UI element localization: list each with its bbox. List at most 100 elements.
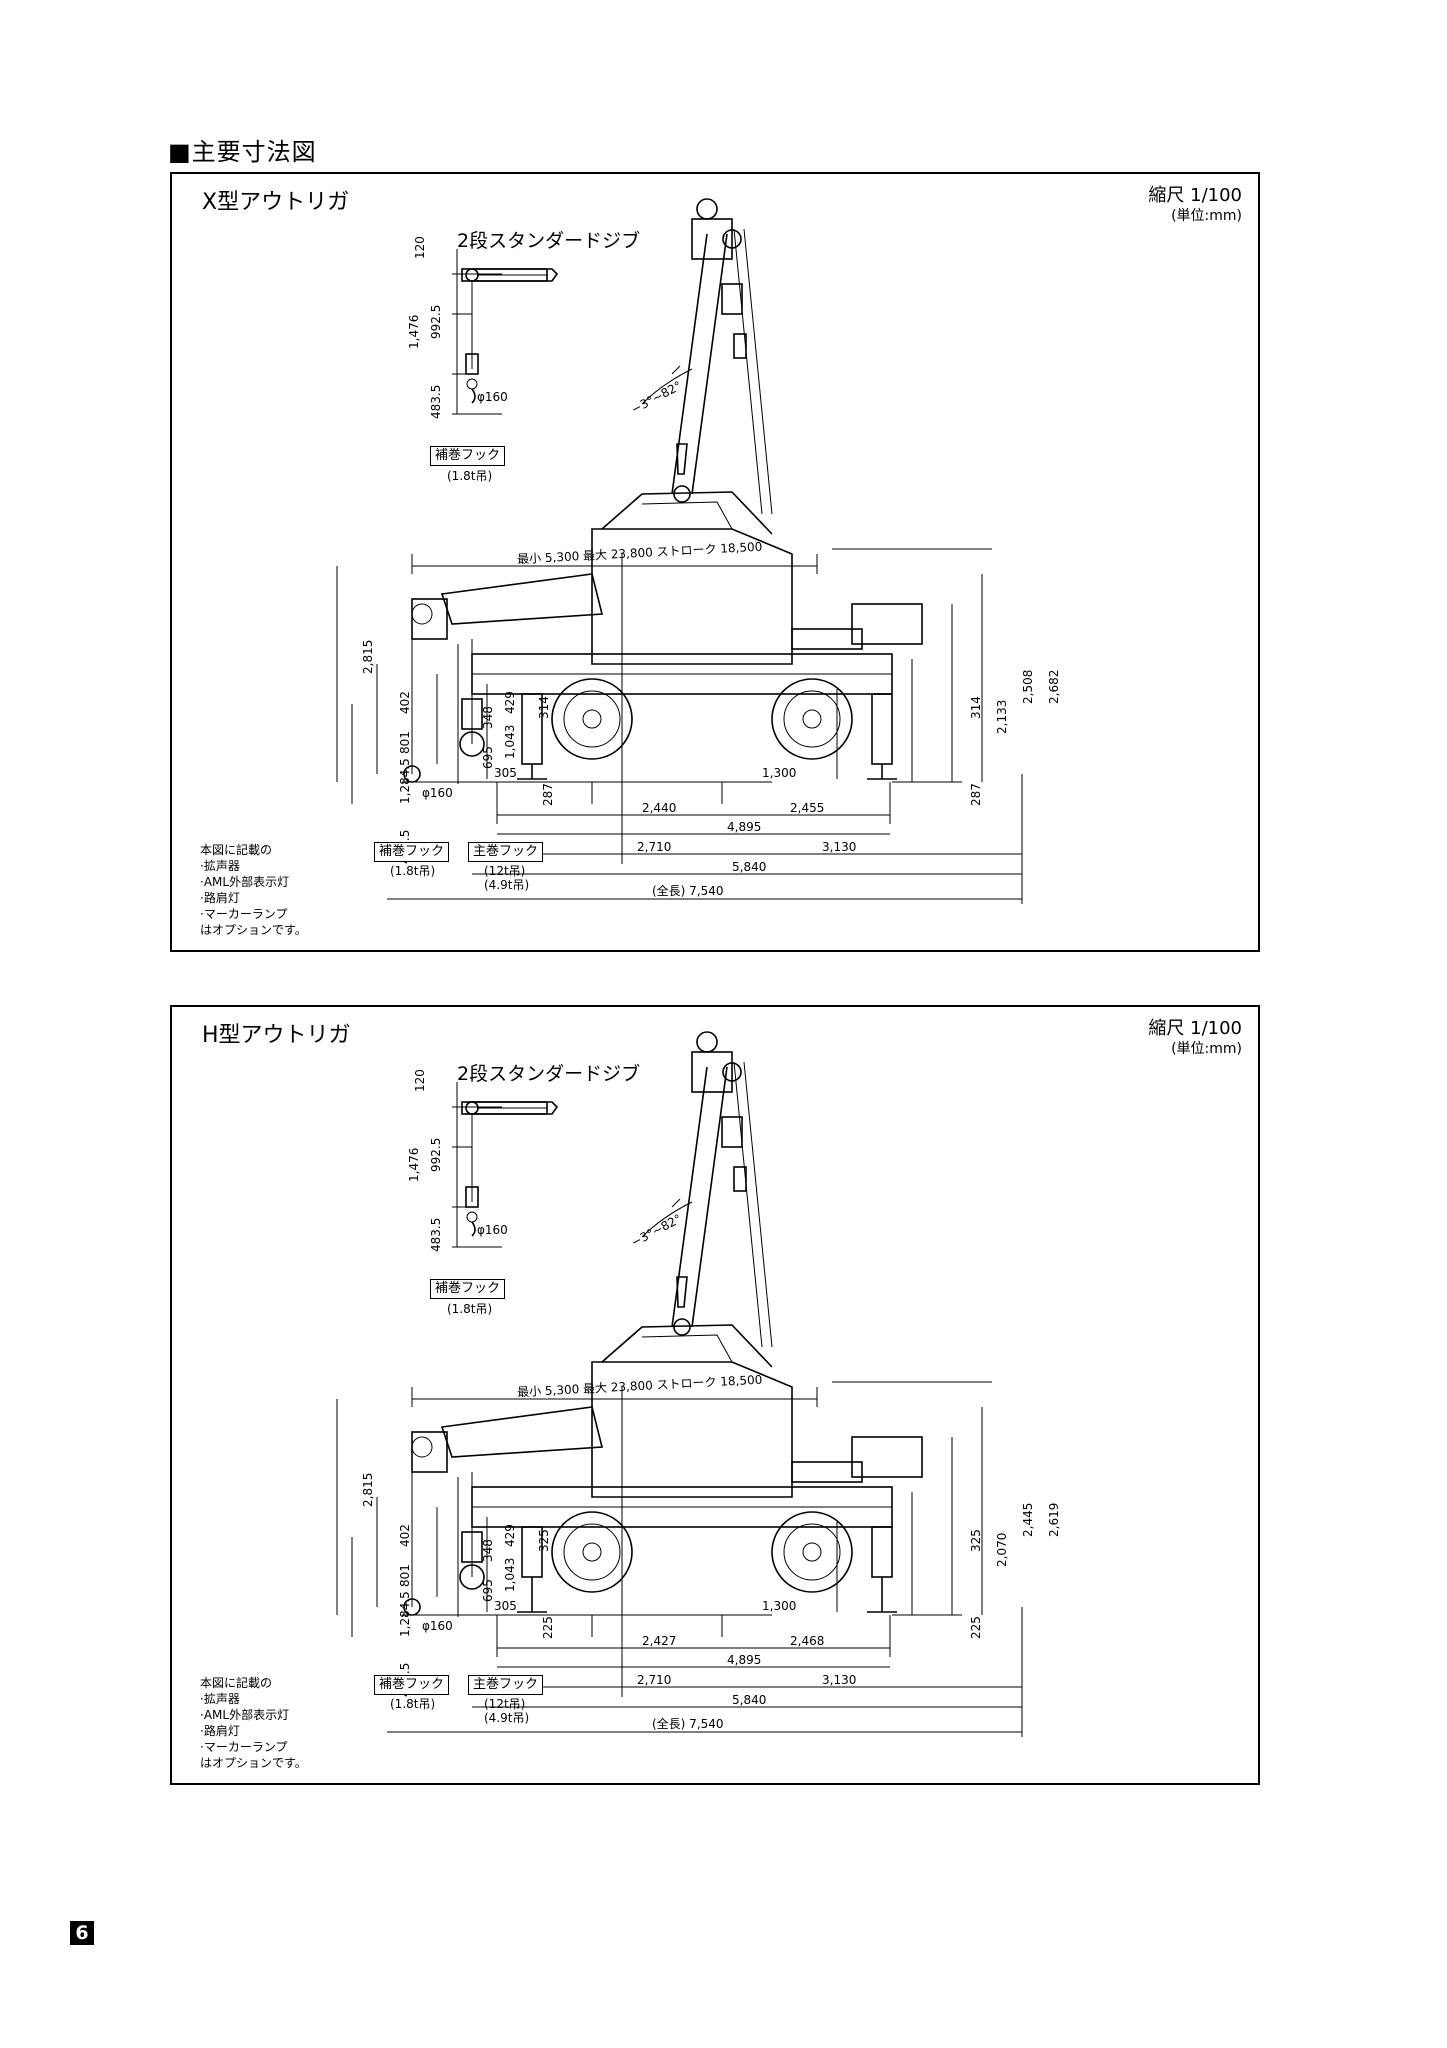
svg-text:348: 348	[481, 706, 495, 729]
dimension-lines	[336, 548, 1023, 904]
x-outrigger-panel: −3°~82°	[170, 172, 1260, 952]
svg-text:429: 429	[503, 1524, 517, 1547]
dim-l1: 2,427	[642, 1634, 677, 1648]
svg-text:695: 695	[481, 746, 495, 769]
unit-label: (単位:mm)	[1171, 208, 1242, 224]
svg-text:483.5: 483.5	[429, 1218, 443, 1252]
h-outrigger-panel: −3°~82°	[170, 1005, 1260, 1785]
note-line: ·拡声器	[200, 1692, 240, 1706]
svg-text:1,476: 1,476	[407, 315, 421, 349]
main-hook-cap1: (12t吊)	[484, 1697, 526, 1711]
svg-text:1,476: 1,476	[407, 1148, 421, 1182]
svg-text:2,133: 2,133	[995, 700, 1009, 734]
main-hook-cap2: (4.9t吊)	[484, 1711, 530, 1725]
angle-label: −3°~82°	[629, 1211, 684, 1249]
main-hook-cap1: (12t吊)	[484, 864, 526, 878]
scale-label: 縮尺 1/100	[1148, 1018, 1242, 1039]
jib-phi: φ160	[477, 1223, 508, 1237]
jib-title: 2段スタンダードジブ	[457, 1063, 641, 1085]
x-dimension-drawing: −3°~82°	[336, 198, 1061, 904]
svg-text:429: 429	[503, 691, 517, 714]
svg-text:695: 695	[481, 1579, 495, 1602]
hook-width: 305	[494, 766, 517, 780]
svg-text:120: 120	[413, 1069, 427, 1092]
main-hook-label: 主巻フック	[468, 842, 544, 862]
unit-label: (単位:mm)	[1171, 1041, 1242, 1057]
svg-text:2,445: 2,445	[1021, 1503, 1035, 1537]
boom-raised	[641, 1031, 773, 1348]
aux-hook-cap: (1.8t吊)	[390, 1697, 436, 1711]
svg-text:402: 402	[398, 1524, 412, 1547]
dim-m1: 2,710	[637, 840, 672, 854]
note-line: はオプションです。	[200, 923, 307, 937]
svg-text:2,682: 2,682	[1047, 670, 1061, 704]
h-dimension-drawing: −3°~82°	[336, 1031, 1061, 1737]
svg-text:314: 314	[537, 696, 551, 719]
option-note: 本図に記載の ·拡声器 ·AML外部表示灯 ·路肩灯 ·マーカーランプ はオプシ…	[200, 1675, 307, 1771]
main-hook-cap2: (4.9t吊)	[484, 878, 530, 892]
svg-text:801: 801	[398, 1564, 412, 1587]
jib-detail	[452, 1082, 559, 1248]
aux-hook-label: 補巻フック	[374, 1675, 450, 1695]
svg-text:287: 287	[969, 783, 983, 806]
svg-text:992.5: 992.5	[429, 1138, 443, 1172]
page-title: ■主要寸法図	[168, 138, 317, 166]
hook-width: 305	[494, 1599, 517, 1613]
hook-phi: φ160	[422, 786, 453, 800]
dim-mid: 5,840	[732, 1693, 767, 1707]
main-hook-label: 主巻フック	[468, 1675, 544, 1695]
aux-hook-cap: (1.8t吊)	[390, 864, 436, 878]
jib-title: 2段スタンダードジブ	[457, 230, 641, 252]
svg-text:−3°~82°: −3°~82°	[629, 378, 684, 416]
svg-text:2,070: 2,070	[995, 1533, 1009, 1567]
dim-m2: 3,130	[822, 1673, 857, 1687]
crane-body	[402, 1324, 923, 1616]
dim-outrigger: 4,895	[727, 1653, 762, 1667]
hook-phi: φ160	[422, 1619, 453, 1633]
note-line: ·路肩灯	[200, 891, 240, 905]
aux-hook-top-cap: (1.8t吊)	[447, 1302, 493, 1316]
svg-text:2,815: 2,815	[361, 1473, 375, 1507]
svg-text:2,619: 2,619	[1047, 1503, 1061, 1537]
dim-m1: 2,710	[637, 1673, 672, 1687]
svg-text:325: 325	[537, 1529, 551, 1552]
dim-l1: 2,440	[642, 801, 677, 815]
svg-text:402: 402	[398, 691, 412, 714]
svg-text:1,043: 1,043	[503, 1558, 517, 1592]
svg-text:2,508: 2,508	[1021, 670, 1035, 704]
svg-text:225: 225	[541, 1616, 555, 1639]
scale-x: 縮尺 1/100 (単位:mm)	[1148, 186, 1242, 226]
wheelbase: 1,300	[762, 766, 797, 780]
dim-total: (全長) 7,540	[652, 1717, 724, 1731]
svg-text:1,043: 1,043	[503, 725, 517, 759]
aux-hook-label: 補巻フック	[374, 842, 450, 862]
svg-text:348: 348	[481, 1539, 495, 1562]
note-line: はオプションです。	[200, 1756, 307, 1770]
option-note: 本図に記載の ·拡声器 ·AML外部表示灯 ·路肩灯 ·マーカーランプ はオプシ…	[200, 842, 307, 938]
page-number: 6	[70, 1921, 94, 1945]
svg-text:−3°~82°: −3°~82°	[629, 1211, 684, 1249]
dimension-lines	[336, 1381, 1023, 1737]
crane-body	[402, 491, 923, 783]
svg-text:483.5: 483.5	[429, 385, 443, 419]
svg-text:2,815: 2,815	[361, 640, 375, 674]
note-line: ·マーカーランプ	[200, 1740, 288, 1754]
note-line: ·AML外部表示灯	[200, 875, 290, 889]
svg-text:225: 225	[969, 1616, 983, 1639]
scale-h: 縮尺 1/100 (単位:mm)	[1148, 1019, 1242, 1059]
note-line: ·マーカーランプ	[200, 907, 288, 921]
angle-label: −3°~82°	[629, 378, 684, 416]
panel-title-x: X型アウトリガ	[202, 190, 350, 215]
note-line: ·拡声器	[200, 859, 240, 873]
dim-mid: 5,840	[732, 860, 767, 874]
dim-l2: 2,455	[790, 801, 825, 815]
svg-text:1,284.5: 1,284.5	[398, 1591, 412, 1637]
vertical-dim-labels: 120 1,476 992.5 483.5 2,815 402 801 1,28…	[361, 236, 1061, 864]
svg-text:120: 120	[413, 236, 427, 259]
aux-hook-top-cap: (1.8t吊)	[447, 469, 493, 483]
scale-label: 縮尺 1/100	[1148, 185, 1242, 206]
svg-text:992.5: 992.5	[429, 305, 443, 339]
svg-text:1,284.5: 1,284.5	[398, 758, 412, 804]
svg-text:325: 325	[969, 1529, 983, 1552]
dim-l2: 2,468	[790, 1634, 825, 1648]
